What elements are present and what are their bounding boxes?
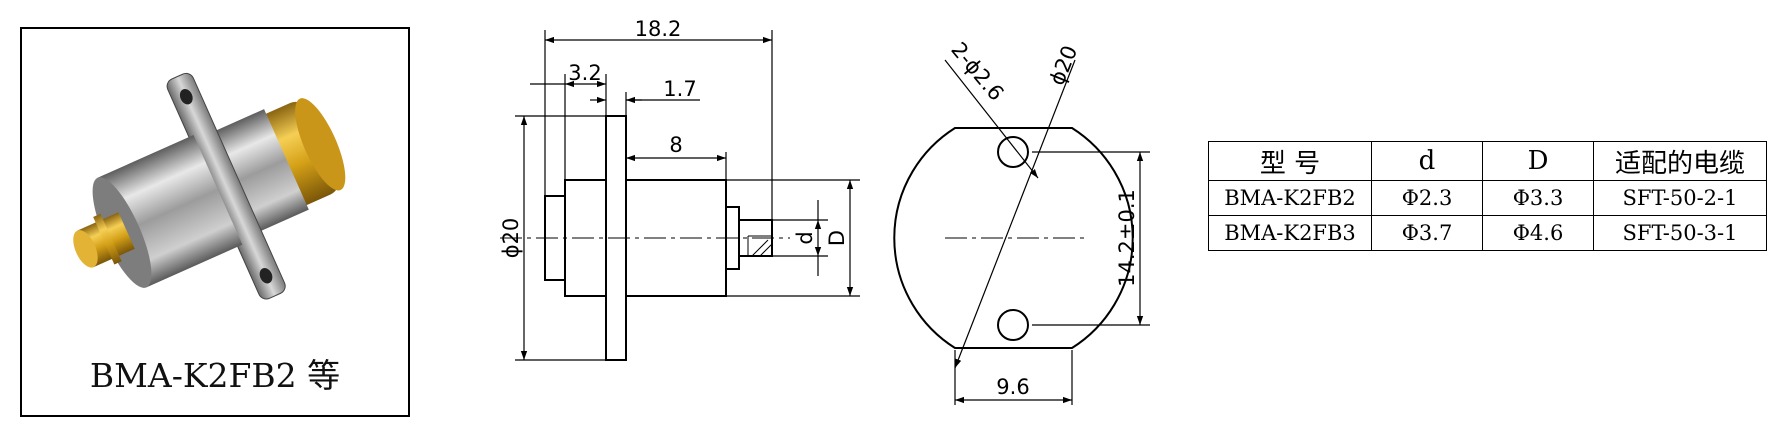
mount-hole-bottom [997,309,1029,341]
label-hole-spacing: 14.2±0.1 [1115,189,1139,287]
label-inner-diameter: d [793,231,817,244]
spec-table: 型 号 d D 适配的电缆 BMA-K2FB2 Φ2.3 Φ3.3 SFT-50… [1208,141,1767,251]
label-overall-length: 18.2 [635,17,682,41]
header-cable: 适配的电缆 [1593,141,1767,181]
cell-model: BMA-K2FB2 [1208,180,1372,216]
label-flange-offset: 3.2 [568,61,601,85]
header-d: d [1371,141,1483,181]
flange-hole-bottom [259,268,273,284]
table-header-row: 型 号 d D 适配的电缆 [1208,141,1767,181]
header-model: 型 号 [1208,141,1372,181]
label-holes: 2-ϕ2.6 [946,38,1008,106]
cell-cable: SFT-50-3-1 [1593,215,1767,251]
front-view-labels: 2-ϕ2.6 ϕ20 14.2±0.1 9.6 [946,38,1139,399]
pin-hatch-1 [751,239,769,257]
cell-d: Φ3.7 [1371,215,1483,251]
rear-body [209,109,309,235]
cell-cable: SFT-50-2-1 [1593,180,1767,216]
flange-front-outline [893,127,1134,349]
pin-hatch-2 [759,243,773,257]
label-outer-diameter: D [825,230,849,246]
label-flange-thickness: 1.7 [663,77,696,101]
label-flange-diameter: ϕ20 [499,218,523,259]
photo-caption: BMA-K2FB2 等 [89,356,341,395]
cell-D: Φ3.3 [1482,180,1594,216]
flange-hole-top [179,88,193,105]
table-row: BMA-K2FB2 Φ2.3 Φ3.3 SFT-50-2-1 [1208,180,1767,216]
cell-D: Φ4.6 [1482,215,1594,251]
front-view-drawing [893,127,1134,349]
side-view-drawing [500,115,790,361]
header-D: D [1482,141,1594,181]
gold-pin-tip [73,230,98,268]
dim-outer-diameter-leader [954,59,1076,369]
connector-photo [73,72,346,300]
cell-model: BMA-K2FB3 [1208,215,1372,251]
cell-d: Φ2.3 [1371,180,1483,216]
dim-holes-leader [944,59,1039,179]
table-row: BMA-K2FB3 Φ3.7 Φ4.6 SFT-50-3-1 [1208,215,1767,251]
rear-gold-contact [252,101,339,209]
label-front-outer-diameter: ϕ20 [1045,42,1082,89]
front-view-dimensions [944,59,1150,405]
gold-pin-ring [93,213,122,265]
side-view-dimensions [515,30,860,361]
mount-hole-top [997,136,1029,168]
product-photo-frame: BMA-K2FB2 等 [20,27,410,417]
rear-gold-face [295,98,346,191]
label-width: 9.6 [996,375,1029,399]
label-body-length: 8 [669,133,682,157]
side-view-labels: 18.2 3.2 1.7 8 ϕ20 d D [499,17,849,258]
